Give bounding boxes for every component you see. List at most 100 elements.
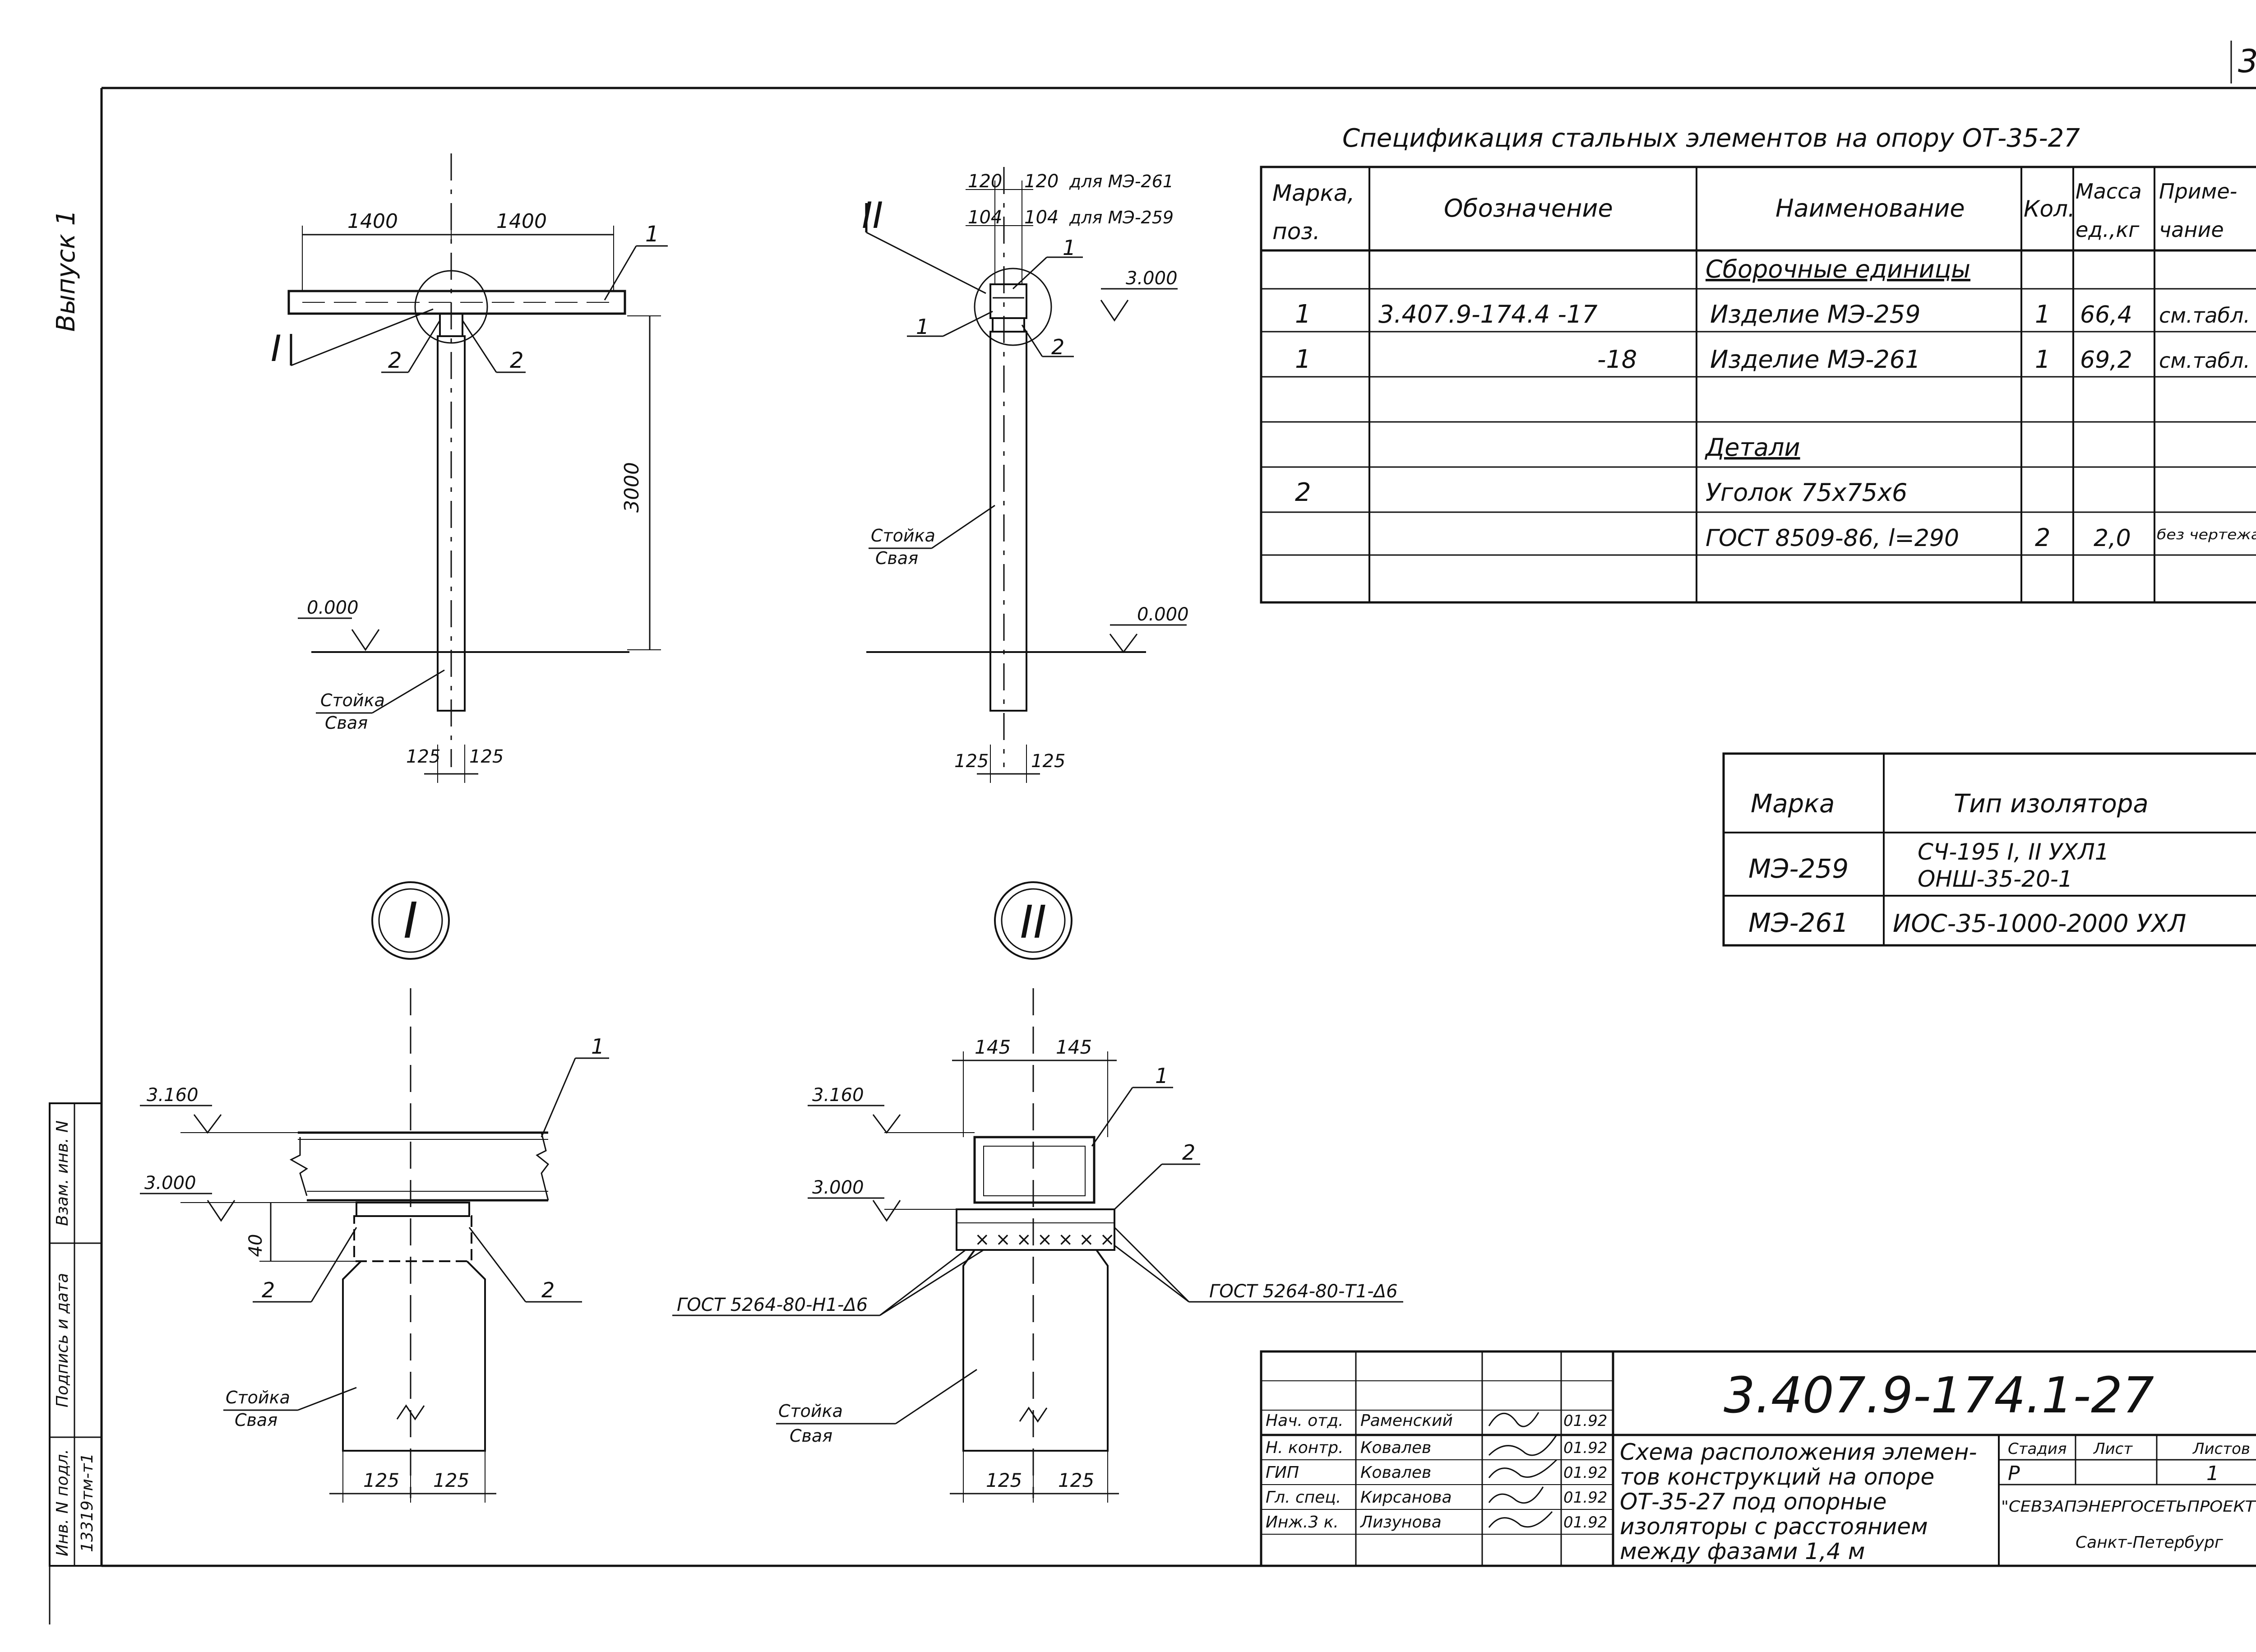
spec-cell: 1 (1295, 300, 1311, 329)
section-1-level-b: 3.000 (144, 1173, 196, 1194)
ins-cell: МЭ-261 (1748, 907, 1849, 938)
tb-date: 01.92 (1563, 1489, 1607, 1507)
ins-cell: СЧ-195 I, II УХЛ1 (1918, 839, 2109, 865)
section-2-level-a: 3.160 (812, 1085, 864, 1106)
section-2-weld-left: ГОСТ 5264-80-Н1-Δ6 (677, 1295, 868, 1315)
spec-cell: ГОСТ 8509-86, l=290 (1706, 525, 1959, 552)
spec-cell: см.табл. (2159, 348, 2250, 373)
section-2-weld-marks: × × × × × × × (975, 1229, 1115, 1250)
tb-date: 01.92 (1563, 1513, 1607, 1532)
spec-h-note-2: чание (2159, 217, 2224, 242)
tb-date: 01.92 (1563, 1412, 1607, 1430)
title-code: 3.407.9-174.1-27 (1724, 1366, 2154, 1424)
right-top-b: 120 (1024, 171, 1059, 192)
tb-role: ГИП (1266, 1463, 1299, 1482)
tb-date: 01.92 (1563, 1464, 1607, 1482)
insulator-table: Марка Тип изолятора МЭ-259 СЧ-195 I, II … (1722, 752, 2256, 947)
spec-cell: 69,2 (2080, 347, 2132, 374)
spec-h-mark-1: Марка, (1272, 180, 1355, 206)
left-dim-a: 1400 (347, 210, 398, 233)
tb-name: Ковалев (1360, 1463, 1431, 1482)
section-2-top-b: 145 (1056, 1036, 1092, 1058)
spec-cell: без чертежа (2157, 527, 2256, 543)
ins-cell: ИОС-35-1000-2000 УХЛ (1893, 909, 2186, 938)
tb-desc: ОТ-35-27 под опорные (1620, 1489, 1886, 1515)
section-2-leader-2: 2 (1182, 1140, 1195, 1165)
left-level: 0.000 (307, 597, 359, 618)
spec-cell: 1 (2035, 345, 2050, 374)
tb-city: Санкт-Петербург (2076, 1533, 2224, 1552)
left-bot-b: 125 (469, 746, 504, 767)
spec-h-note-1: Приме- (2159, 179, 2237, 204)
tb-role: Нач. отд. (1266, 1411, 1344, 1430)
tb-desc: изоляторы с расстоянием (1620, 1513, 1928, 1540)
tb-stage-label: Стадия (2008, 1440, 2066, 1458)
ins-cell: МЭ-259 (1748, 853, 1849, 884)
tb-date: 01.92 (1563, 1439, 1607, 1457)
right-dim-d: 104 (1024, 207, 1059, 228)
spec-cell: Уголок 75х75х6 (1706, 478, 1907, 507)
tb-desc: между фазами 1,4 м (1620, 1538, 1865, 1564)
tb-desc: Схема расположения элемен- (1620, 1439, 1977, 1465)
tb-org: "СЕВЗАПЭНЕРГОСЕТЬПРОЕКТ" (2001, 1498, 2256, 1516)
left-leader-2b: 2 (510, 348, 524, 373)
left-dim-b: 1400 (496, 210, 547, 233)
left-section-mark: I (271, 328, 282, 370)
section-1-svaya: Свая (235, 1410, 277, 1430)
spec-cell: -18 (1597, 345, 1637, 374)
ins-h-mark: Марка (1751, 789, 1835, 819)
tb-role: Гл. спец. (1266, 1488, 1341, 1507)
left-stoyka: Стойка (320, 690, 385, 710)
left-svaya: Свая (325, 713, 368, 733)
right-leader-1a: 1 (1063, 236, 1076, 260)
tb-desc: тов конструкций на опоре (1620, 1464, 1934, 1490)
section-1: I 1 2 2 3.160 3.000 40 (140, 881, 609, 1503)
spec-h-mass-2: ед.,кг (2076, 217, 2140, 242)
spec-title: Спецификация стальных элементов на опору… (1342, 124, 2080, 153)
right-level-top: 3.000 (1126, 268, 1178, 289)
spec-cell: см.табл. (2159, 303, 2250, 328)
right-level: 0.000 (1137, 604, 1189, 625)
tb-role: Н. контр. (1266, 1439, 1344, 1457)
section-2-bot-a: 125 (986, 1469, 1022, 1491)
spec-cell: 66,4 (2080, 301, 2132, 329)
section-2-top-a: 145 (975, 1036, 1011, 1058)
tb-role: Инж.3 к. (1266, 1513, 1339, 1532)
page-number: 35 (2238, 43, 2256, 80)
tb-stage: Р (2008, 1462, 2020, 1485)
side-label: Выпуск 1 (51, 210, 81, 332)
spec-cell: 2 (1295, 478, 1311, 507)
stamp-number: 13319тм-т1 (78, 1453, 97, 1552)
section-2-title: II (1020, 896, 1047, 949)
section-2-svaya: Свая (790, 1426, 832, 1446)
spec-table: Спецификация стальных элементов на опору… (1260, 124, 2256, 604)
stamp-inv-sub: Инв. N подл. (53, 1449, 72, 1556)
section-2-level-b: 3.000 (812, 1177, 864, 1198)
section-2: II 145 145 × × × × × × × 1 2 3.160 3.000 (672, 881, 1403, 1503)
right-leader-2: 2 (1051, 335, 1064, 359)
right-top-note-b: для МЭ-259 (1069, 208, 1174, 227)
spec-cell: 2 (2035, 523, 2050, 552)
tb-name: Кирсанова (1360, 1488, 1452, 1507)
tb-name: Раменский (1360, 1411, 1453, 1430)
section-2-weld-right: ГОСТ 5264-80-Т1-Δ6 (1209, 1281, 1398, 1302)
section-1-gap: 40 (245, 1234, 266, 1257)
right-section-mark: II (862, 194, 883, 236)
spec-cell: 1 (2035, 300, 2050, 329)
right-bot-a: 125 (954, 751, 989, 772)
section-1-stoyka: Стойка (226, 1388, 290, 1407)
left-leader-1: 1 (645, 222, 659, 247)
section-1-leader-2b: 2 (541, 1278, 555, 1302)
spec-cell: 1 (1295, 345, 1311, 374)
left-height: 3000 (620, 462, 643, 513)
spec-cell: Сборочные единицы (1706, 255, 1970, 283)
section-2-stoyka: Стойка (778, 1401, 843, 1421)
tb-sheets-label: Листов (2192, 1440, 2250, 1458)
section-2-bot-b: 125 (1058, 1469, 1094, 1491)
section-1-bot-a: 125 (363, 1469, 399, 1491)
section-1-title: I (403, 892, 418, 949)
left-elevation-view: 1400 1400 1 I 2 2 3000 0.000 Стойка Свая (271, 153, 668, 783)
right-stoyka: Стойка (871, 526, 935, 546)
right-top-a: 120 (968, 171, 1002, 192)
